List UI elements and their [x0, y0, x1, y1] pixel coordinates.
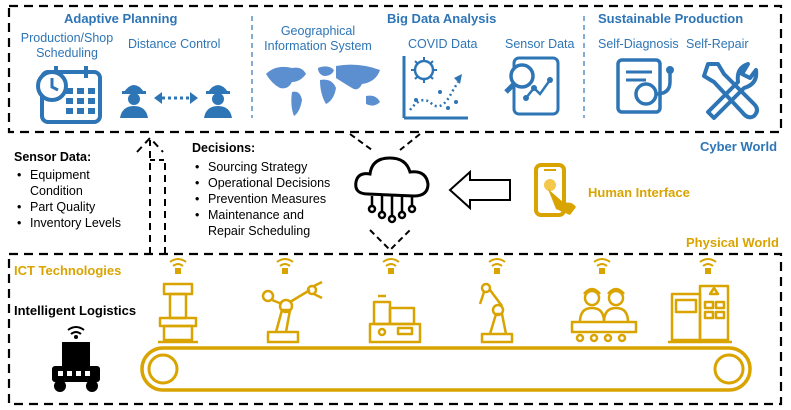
- phone-hand-icon: [534, 163, 576, 217]
- robot-arm-icon-1: [261, 280, 323, 344]
- production-scheduling-line2: Scheduling: [36, 46, 98, 60]
- sensor-item-condition-text: Condition: [30, 184, 83, 198]
- sensor-item-inventory: Inventory Levels: [14, 215, 121, 231]
- sensor-data-title: Sensor Data:: [14, 150, 92, 164]
- gis-line1: Geographical: [280, 24, 356, 38]
- conveyor-belt: [140, 346, 752, 392]
- sensor-data-label: Sensor Data: [505, 37, 575, 51]
- world-map-icon: [266, 64, 380, 116]
- assembly-workers-icon: [570, 287, 638, 343]
- sensor-item-part-quality: Part Quality: [14, 199, 121, 215]
- decision-item-operational: Operational Decisions: [192, 175, 330, 191]
- human-interface-arrow: [448, 169, 511, 211]
- robot-arm-icon-2: [478, 282, 514, 344]
- self-diagnosis-label: Self-Diagnosis: [598, 37, 679, 51]
- sensor-data-icon: [504, 56, 560, 116]
- wifi-icon-5: [593, 258, 611, 274]
- machine-row: [158, 258, 732, 344]
- self-diagnosis-icon: [616, 58, 674, 114]
- sustainable-title: Sustainable Production: [598, 11, 744, 26]
- human-interface-label: Human Interface: [588, 185, 690, 200]
- covid-data-label: COVID Data: [408, 37, 478, 51]
- gis-label: Geographical Information System: [256, 24, 380, 54]
- wifi-icon-6: [699, 258, 717, 274]
- physical-world-border: [7, 252, 783, 406]
- wifi-icon-4: [488, 258, 506, 274]
- press-machine-icon: [158, 282, 198, 344]
- decisions-title: Decisions:: [192, 141, 256, 155]
- big-data-title: Big Data Analysis: [387, 11, 497, 26]
- workstation-machine-icon: [368, 294, 422, 344]
- gis-line2: Information System: [264, 39, 372, 53]
- adaptive-planning-title: Adaptive Planning: [64, 11, 178, 26]
- covid-chart-icon: [402, 56, 468, 120]
- cloud-network-icon: [354, 156, 430, 224]
- self-repair-label: Self-Repair: [686, 37, 749, 51]
- physical-world-label: Physical World: [686, 235, 779, 250]
- decision-item-sourcing: Sourcing Strategy: [192, 159, 330, 175]
- worker-distance-icon: [120, 85, 232, 118]
- sensor-item-equipment-text: Equipment: [30, 168, 90, 182]
- self-repair-icon: [702, 62, 759, 120]
- distance-control-label: Distance Control: [128, 37, 221, 51]
- decision-item-maintenance-line2: Repair Scheduling: [208, 224, 311, 238]
- calendar-clock-icon: [36, 66, 102, 124]
- wifi-icon-1: [169, 258, 187, 274]
- wifi-icon-2: [276, 258, 294, 274]
- cloud-down-arrow: [369, 229, 411, 252]
- decision-item-maintenance-line1: Maintenance and: [208, 208, 304, 222]
- production-scheduling-line1: Production/Shop: [20, 31, 114, 45]
- logistics-robot-icon: [52, 326, 100, 392]
- control-panel-machine-icon: [668, 284, 732, 344]
- wifi-icon-3: [382, 258, 400, 274]
- sensor-up-arrow: [136, 136, 164, 254]
- intelligent-logistics-label: Intelligent Logistics: [14, 303, 137, 318]
- cyber-world-border: [7, 4, 783, 134]
- ict-technologies-label: ICT Technologies: [14, 263, 122, 278]
- cyber-world-label: Cyber World: [700, 139, 778, 154]
- decisions-panel: Decisions: Sourcing Strategy Operational…: [192, 141, 330, 239]
- production-scheduling-label: Production/Shop Scheduling: [14, 31, 120, 61]
- cloud-to-cyber-arrow: [349, 133, 421, 151]
- decision-item-prevention: Prevention Measures: [192, 191, 330, 207]
